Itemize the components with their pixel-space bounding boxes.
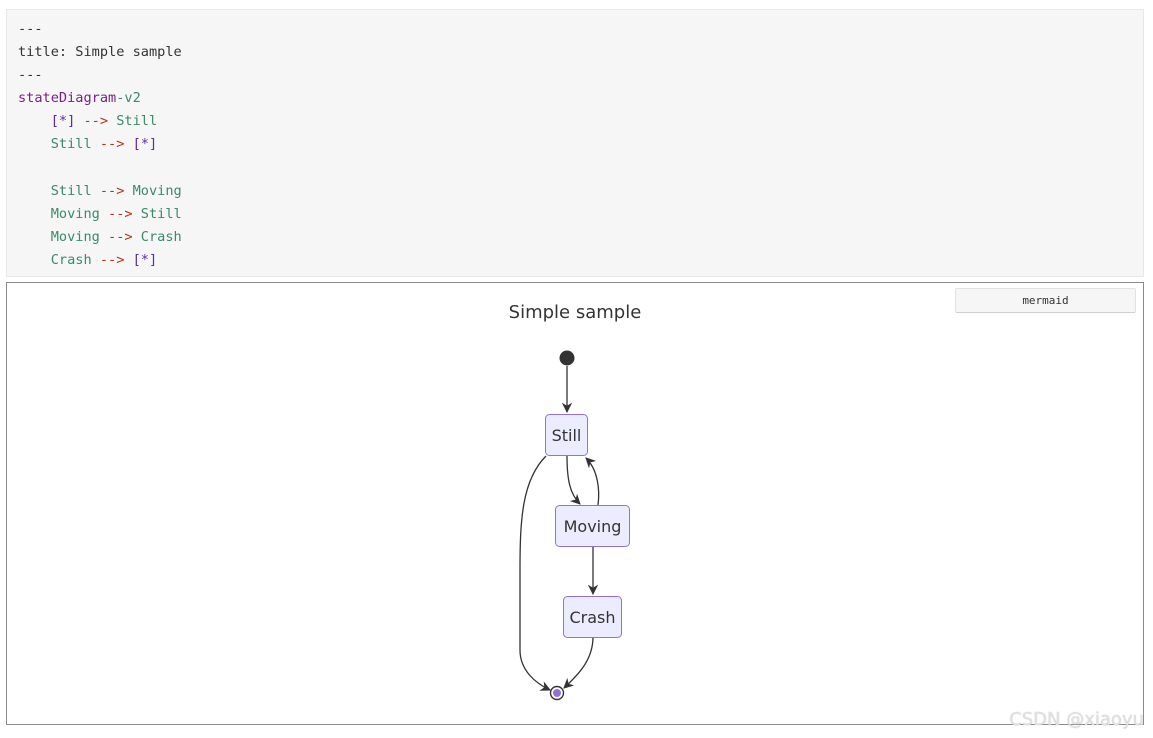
code-title-value: Simple sample bbox=[67, 44, 182, 61]
code-line-frontmatter-open: --- bbox=[18, 21, 43, 37]
code-state: Still bbox=[50, 136, 92, 153]
code-arrow: --> bbox=[83, 113, 109, 130]
code-state: Moving bbox=[50, 228, 100, 245]
state-crash[interactable]: Crash bbox=[563, 596, 622, 638]
code-arrow: --> bbox=[99, 182, 125, 199]
state-still[interactable]: Still bbox=[545, 414, 588, 456]
edge-still-to-end bbox=[519, 455, 551, 691]
edge-moving-to-still bbox=[585, 457, 600, 506]
code-end-marker: [*] bbox=[132, 251, 158, 268]
code-arrow: --> bbox=[108, 205, 133, 222]
code-state: Crash bbox=[50, 251, 92, 268]
edge-crash-to-end bbox=[563, 636, 594, 689]
watermark: CSDN @xiaoyu bbox=[1009, 709, 1144, 730]
state-still-label: Still bbox=[552, 426, 582, 445]
code-end-marker: [*] bbox=[132, 136, 158, 153]
code-state: Still bbox=[50, 182, 92, 199]
diagram-title: Simple sample bbox=[509, 302, 642, 323]
code-state: Still bbox=[116, 113, 158, 130]
state-moving-label: Moving bbox=[564, 517, 622, 536]
state-crash-label: Crash bbox=[569, 608, 615, 627]
code-state: Moving bbox=[132, 182, 182, 199]
code-arrow: --> bbox=[99, 251, 125, 268]
code-state: Crash bbox=[140, 228, 182, 245]
code-state: Still bbox=[140, 205, 182, 222]
mermaid-badge[interactable]: mermaid bbox=[955, 288, 1136, 313]
start-state-node bbox=[559, 350, 575, 366]
code-line-frontmatter-close: --- bbox=[18, 67, 43, 84]
edge-still-to-moving bbox=[566, 455, 581, 505]
code-state: Moving bbox=[50, 205, 100, 222]
code-block: --- title: Simple sample --- stateDiagra… bbox=[6, 9, 1144, 277]
state-moving[interactable]: Moving bbox=[555, 505, 630, 547]
code-start-marker: [*] bbox=[50, 113, 76, 130]
code-text: --- title: Simple sample --- stateDiagra… bbox=[18, 18, 182, 272]
code-diagram-keyword: stateDiagram bbox=[18, 90, 117, 107]
end-state-node bbox=[549, 685, 565, 701]
code-title-key: title: bbox=[18, 44, 68, 61]
code-diagram-version: -v2 bbox=[116, 90, 141, 107]
code-arrow: --> bbox=[99, 136, 125, 153]
code-arrow: --> bbox=[108, 228, 133, 245]
